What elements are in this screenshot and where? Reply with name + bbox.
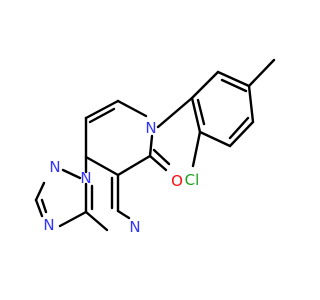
bond: [216, 70, 251, 88]
bond: [190, 70, 220, 100]
bond: [156, 96, 194, 129]
triazole-nitrogen-label: N: [49, 158, 60, 176]
bond: [191, 130, 202, 168]
bond: [88, 107, 116, 124]
chlorine-label: Cl: [185, 171, 200, 189]
bond: [220, 78, 248, 93]
bond: [152, 148, 171, 166]
bond: [116, 209, 131, 220]
molecule-structure: Cl O N N N N N: [34, 58, 276, 236]
bond: [84, 99, 120, 120]
bond: [196, 98, 206, 126]
bond: [61, 168, 82, 180]
bond: [116, 154, 152, 177]
bond: [84, 210, 109, 232]
triazole-nitrogen-label: N: [43, 216, 54, 234]
bond: [228, 116, 250, 140]
pyrimidine-nitrogen-label: N: [129, 218, 140, 236]
bond: [247, 84, 255, 124]
atom-labels: Cl O N N N N N: [43, 119, 199, 236]
bond: [228, 120, 255, 148]
bond: [34, 198, 44, 218]
bond: [247, 58, 276, 88]
bridgehead-nitrogen-label: N: [80, 169, 91, 187]
bond: [116, 99, 148, 118]
bond: [148, 134, 154, 158]
bond: [40, 198, 48, 214]
bond: [34, 181, 46, 202]
bond: [190, 96, 202, 134]
bond: [58, 210, 88, 228]
bond: [198, 130, 232, 148]
bond-lines: [34, 58, 276, 232]
oxygen-label: O: [171, 172, 183, 190]
bond: [148, 154, 168, 172]
amide-nitrogen-label: N: [145, 119, 156, 137]
bond: [84, 155, 120, 177]
